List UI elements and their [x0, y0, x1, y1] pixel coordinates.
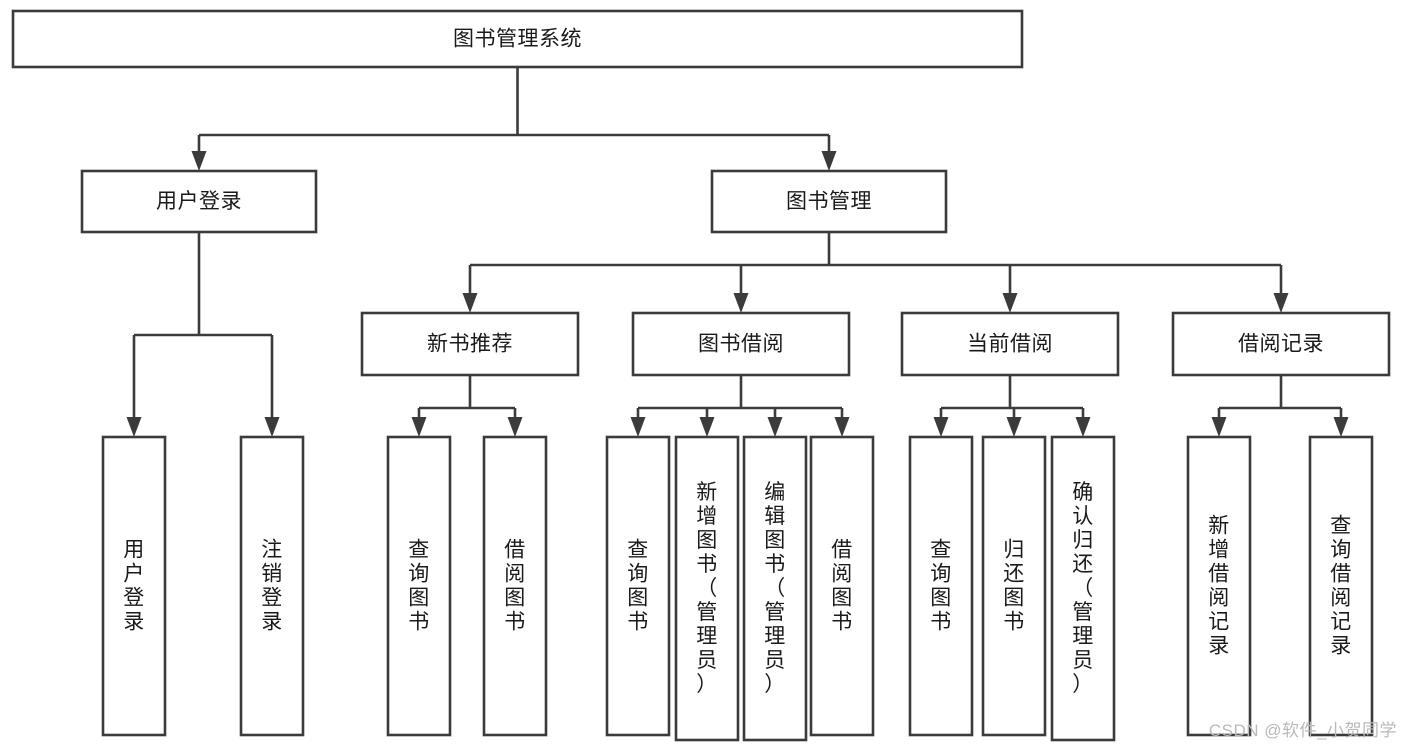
node-box-leaf-rec-query: [386, 435, 452, 737]
node-leaf-rec-add[interactable]: 新增借阅记录: [1186, 435, 1252, 737]
node-book-borrow[interactable]: 图书借阅: [631, 311, 851, 377]
arrow-head: [462, 293, 478, 313]
node-label-book-manage: 图书管理: [786, 190, 872, 213]
node-box-leaf-borrow-edit: [742, 435, 808, 742]
node-box-leaf-borrow-lend: [809, 435, 875, 737]
node-box-book-manage: [710, 169, 948, 234]
arrow-head: [126, 417, 142, 437]
node-current-borrow[interactable]: 当前借阅: [900, 311, 1120, 377]
edge-group-user-login: [126, 232, 280, 437]
node-leaf-user-login[interactable]: 用户登录: [101, 435, 167, 737]
arrow-head: [264, 417, 280, 437]
node-label-borrow-record: 借阅记录: [1238, 333, 1324, 356]
node-leaf-borrow-add[interactable]: 新增图书（管理员）: [674, 435, 740, 742]
edge-group-new-book-rec: [411, 375, 523, 437]
arrow-head: [834, 417, 850, 437]
node-leaf-borrow-edit[interactable]: 编辑图书（管理员）: [742, 435, 808, 742]
node-leaf-cur-query[interactable]: 查询图书: [908, 435, 974, 737]
edge-group-book-borrow: [630, 375, 850, 437]
node-leaf-cur-confirm[interactable]: 确认归还（管理员）: [1050, 435, 1116, 742]
arrow-head: [933, 417, 949, 437]
node-borrow-record[interactable]: 借阅记录: [1171, 311, 1391, 377]
node-leaf-cur-return[interactable]: 归还图书: [981, 435, 1047, 737]
node-box-user-login: [80, 169, 318, 234]
edge-group-root: [191, 67, 837, 171]
node-label-leaf-rec-add: 新增借阅记录: [1208, 515, 1230, 658]
edge-group-book-manage: [462, 232, 1289, 313]
node-layer: 图书管理系统用户登录图书管理新书推荐图书借阅当前借阅借阅记录用户登录注销登录查询…: [11, 9, 1391, 742]
edge-group-current-borrow: [933, 375, 1091, 437]
node-label-leaf-rec-borrow: 借阅图书: [504, 539, 526, 634]
node-box-leaf-rec-add: [1186, 435, 1252, 737]
node-label-leaf-rec-query: 查询图书: [408, 539, 430, 634]
arrow-head: [699, 417, 715, 437]
node-box-current-borrow: [900, 311, 1120, 377]
arrow-head: [1273, 293, 1289, 313]
arrow-head: [507, 417, 523, 437]
arrow-head: [767, 417, 783, 437]
node-label-leaf-borrow-lend: 借阅图书: [831, 539, 853, 634]
node-label-root: 图书管理系统: [453, 28, 582, 51]
node-leaf-rec-borrow[interactable]: 借阅图书: [482, 435, 548, 737]
node-label-leaf-borrow-query: 查询图书: [627, 539, 649, 634]
node-label-user-login: 用户登录: [156, 190, 242, 213]
node-label-leaf-cur-query: 查询图书: [930, 539, 952, 634]
arrow-head: [1006, 417, 1022, 437]
arrow-head: [411, 417, 427, 437]
node-label-leaf-user-login: 用户登录: [123, 539, 145, 634]
node-leaf-user-logout[interactable]: 注销登录: [239, 435, 305, 737]
arrow-head: [733, 293, 749, 313]
arrow-head: [1211, 417, 1227, 437]
node-box-root: [11, 9, 1024, 69]
arrow-head: [191, 151, 207, 171]
arrow-head: [630, 417, 646, 437]
node-box-leaf-user-logout: [239, 435, 305, 737]
node-box-leaf-rec-search: [1308, 435, 1374, 737]
node-new-book-rec[interactable]: 新书推荐: [360, 311, 580, 377]
arrow-head: [1075, 417, 1091, 437]
arrow-head: [1333, 417, 1349, 437]
node-label-current-borrow: 当前借阅: [967, 333, 1053, 356]
connector-layer: [126, 67, 1349, 437]
edge-group-borrow-record: [1211, 375, 1349, 437]
node-label-book-borrow: 图书借阅: [698, 333, 784, 356]
node-box-borrow-record: [1171, 311, 1391, 377]
node-label-leaf-borrow-edit: 编辑图书（管理员）: [764, 481, 786, 696]
node-label-new-book-rec: 新书推荐: [427, 333, 513, 356]
node-box-leaf-user-login: [101, 435, 167, 737]
node-label-leaf-rec-search: 查询借阅记录: [1330, 515, 1352, 658]
node-user-login[interactable]: 用户登录: [80, 169, 318, 234]
node-box-leaf-cur-query: [908, 435, 974, 737]
node-book-manage[interactable]: 图书管理: [710, 169, 948, 234]
arrow-head: [821, 151, 837, 171]
node-label-leaf-borrow-add: 新增图书（管理员）: [696, 481, 718, 696]
node-leaf-rec-query[interactable]: 查询图书: [386, 435, 452, 737]
node-root[interactable]: 图书管理系统: [11, 9, 1024, 69]
node-leaf-borrow-lend[interactable]: 借阅图书: [809, 435, 875, 737]
arrow-head: [1002, 293, 1018, 313]
node-leaf-borrow-query[interactable]: 查询图书: [605, 435, 671, 737]
node-box-leaf-rec-borrow: [482, 435, 548, 737]
node-leaf-rec-search[interactable]: 查询借阅记录: [1308, 435, 1374, 737]
node-box-leaf-borrow-add: [674, 435, 740, 742]
node-box-leaf-cur-return: [981, 435, 1047, 737]
node-box-new-book-rec: [360, 311, 580, 377]
csdn-watermark: CSDN @软件_小贺同学: [1208, 721, 1397, 740]
node-label-leaf-user-logout: 注销登录: [261, 539, 283, 634]
node-label-leaf-cur-confirm: 确认归还（管理员）: [1072, 481, 1094, 696]
node-box-leaf-cur-confirm: [1050, 435, 1116, 742]
node-box-leaf-borrow-query: [605, 435, 671, 737]
node-box-book-borrow: [631, 311, 851, 377]
node-label-leaf-cur-return: 归还图书: [1003, 539, 1025, 634]
